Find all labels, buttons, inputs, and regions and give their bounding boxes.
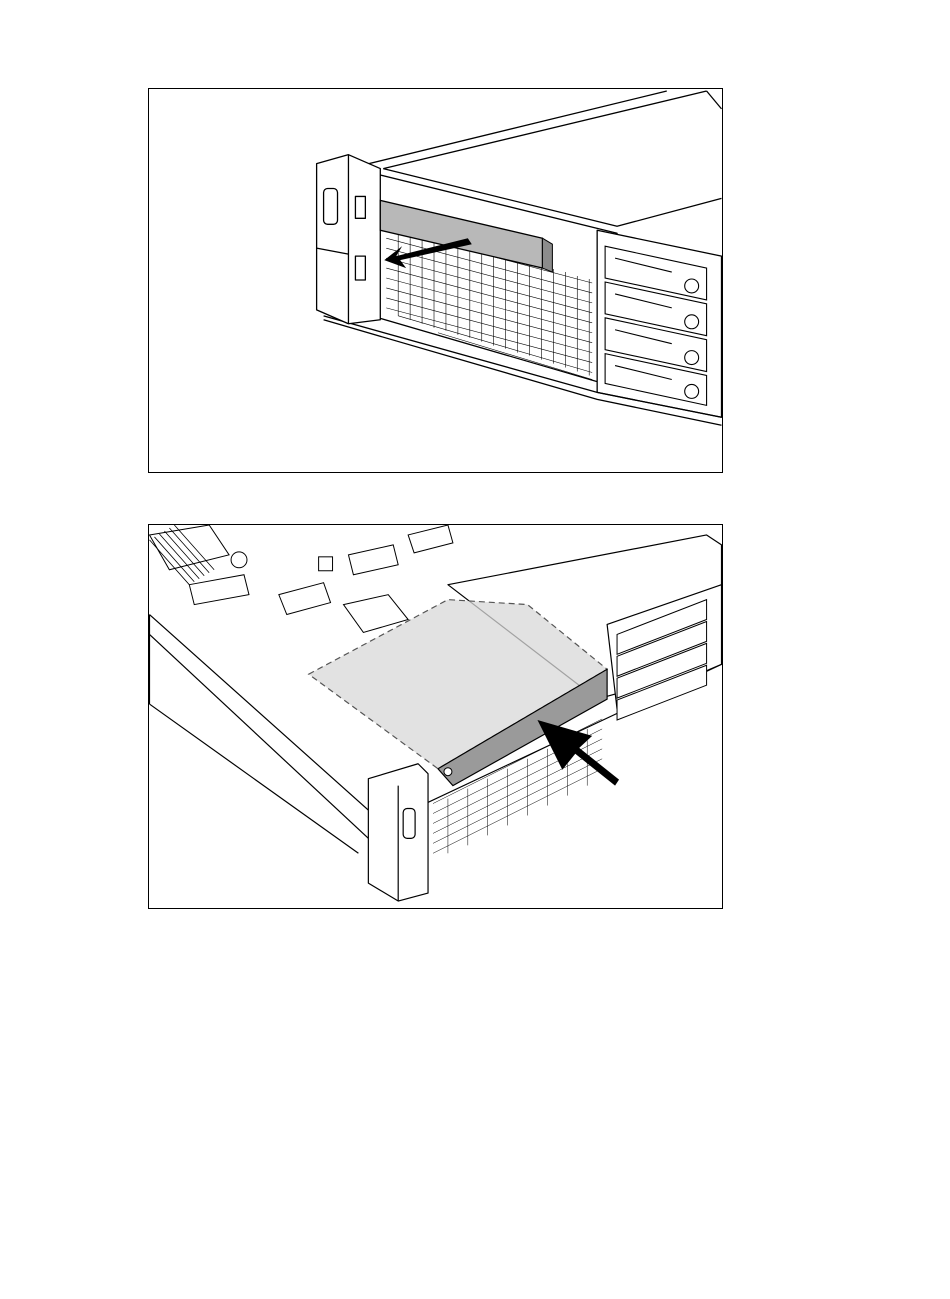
arrow-push-in-icon <box>537 720 619 786</box>
figure-remove-blank <box>148 88 723 473</box>
chassis-top-edge <box>383 91 706 169</box>
figure-install-drive <box>148 524 723 909</box>
system-board-components <box>149 525 452 632</box>
server-top-illustration <box>149 525 722 908</box>
server-front-illustration <box>149 89 722 472</box>
chassis-top-edge <box>348 91 666 169</box>
